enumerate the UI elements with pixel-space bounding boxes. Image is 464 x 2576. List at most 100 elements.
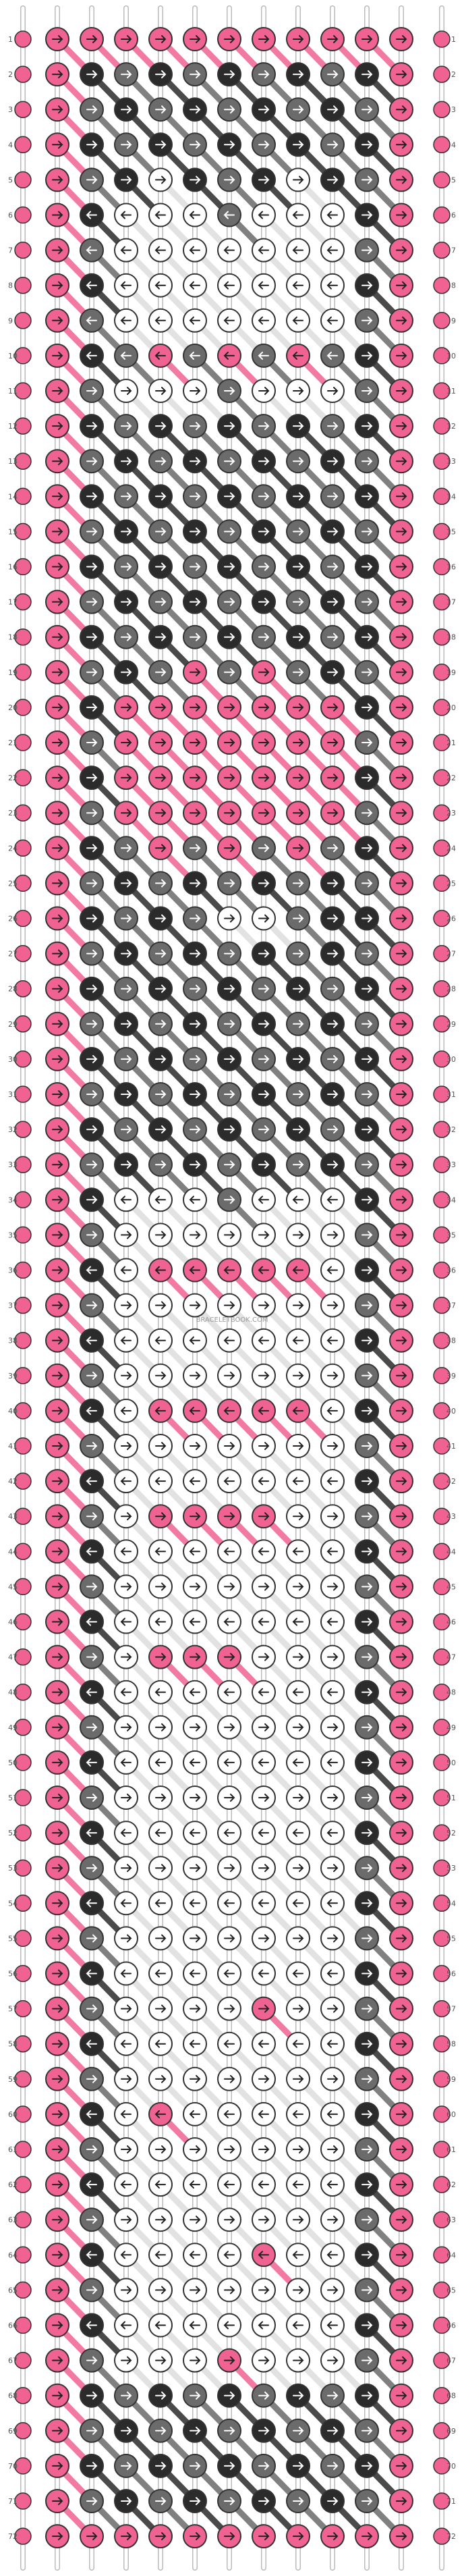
knot xyxy=(80,1469,104,1494)
knot xyxy=(217,132,241,157)
knot xyxy=(286,1786,310,1810)
arrow-left-icon xyxy=(120,1899,132,1908)
arrow-right-icon xyxy=(86,879,98,888)
knot xyxy=(45,801,69,826)
knot xyxy=(355,1469,379,1494)
knot xyxy=(355,976,379,1001)
arrow-right-icon xyxy=(396,281,407,290)
knot xyxy=(80,1398,104,1423)
knot xyxy=(217,1363,241,1388)
edge-knot xyxy=(433,2527,451,2545)
arrow-right-icon xyxy=(293,1723,304,1732)
knot xyxy=(183,589,207,614)
arrow-left-icon xyxy=(86,2039,97,2048)
arrow-right-icon xyxy=(361,1336,373,1345)
arrow-right-icon xyxy=(155,1301,167,1310)
arrow-right-icon xyxy=(86,1442,98,1450)
knot xyxy=(355,379,379,403)
knot xyxy=(114,871,138,896)
knot xyxy=(355,414,379,439)
knot xyxy=(148,1750,173,1775)
knot xyxy=(45,660,69,685)
knot xyxy=(389,2243,413,2268)
row-number-right: 61 xyxy=(446,2145,456,2154)
knot xyxy=(114,2348,138,2373)
knot xyxy=(286,2418,310,2443)
arrow-left-icon xyxy=(189,1758,200,1767)
arrow-right-icon xyxy=(52,633,63,641)
arrow-right-icon xyxy=(52,984,63,993)
arrow-right-icon xyxy=(155,422,167,431)
arrow-right-icon xyxy=(361,668,373,676)
knot xyxy=(183,1258,207,1283)
arrow-right-icon xyxy=(396,1336,407,1345)
arrow-right-icon xyxy=(258,914,270,923)
arrow-right-icon xyxy=(52,2391,63,2400)
arrow-right-icon xyxy=(327,914,339,923)
arrow-left-icon xyxy=(154,211,166,219)
knot xyxy=(148,2524,173,2549)
arrow-left-icon xyxy=(120,2251,132,2259)
row-number-left: 13 xyxy=(8,457,18,466)
knot xyxy=(320,97,345,122)
arrow-right-icon xyxy=(293,2074,304,2083)
arrow-right-icon xyxy=(86,422,98,431)
arrow-right-icon xyxy=(121,1723,132,1732)
arrow-right-icon xyxy=(155,774,167,782)
knot xyxy=(286,1363,310,1388)
arrow-right-icon xyxy=(52,668,63,676)
arrow-right-icon xyxy=(121,527,132,536)
knot xyxy=(217,766,241,790)
arrow-left-icon xyxy=(154,1547,166,1556)
knot xyxy=(320,941,345,966)
knot xyxy=(183,308,207,333)
arrow-right-icon xyxy=(396,1019,407,1028)
knot xyxy=(252,1996,276,2021)
arrow-right-icon xyxy=(224,387,235,395)
arrow-left-icon xyxy=(154,1406,166,1415)
knot xyxy=(286,1398,310,1423)
knot xyxy=(389,2137,413,2162)
edge-knot xyxy=(433,1472,451,1490)
knot xyxy=(320,1996,345,2021)
knot xyxy=(252,97,276,122)
arrow-right-icon xyxy=(361,1582,373,1591)
arrow-right-icon xyxy=(224,2004,235,2013)
arrow-right-icon xyxy=(396,1301,407,1310)
knot xyxy=(80,2172,104,2197)
arrow-right-icon xyxy=(293,1019,304,1028)
knot xyxy=(320,167,345,192)
arrow-right-icon xyxy=(396,105,407,114)
arrow-right-icon xyxy=(224,492,235,501)
knot xyxy=(148,1046,173,1071)
row-number-left: 12 xyxy=(8,422,18,431)
arrow-right-icon xyxy=(155,2426,167,2435)
knot xyxy=(114,2207,138,2232)
knot xyxy=(355,1891,379,1916)
arrow-right-icon xyxy=(86,597,98,606)
knot xyxy=(286,167,310,192)
knot xyxy=(114,1574,138,1599)
arrow-right-icon xyxy=(327,984,339,993)
arrow-left-icon xyxy=(326,2251,338,2259)
arrow-right-icon xyxy=(86,703,98,712)
arrow-right-icon xyxy=(396,844,407,853)
edge-knot xyxy=(433,487,451,506)
arrow-right-icon xyxy=(361,2461,373,2470)
knot xyxy=(286,2101,310,2126)
edge-knot xyxy=(433,2000,451,2018)
edge-knot xyxy=(433,1296,451,1314)
knot xyxy=(45,1750,69,1775)
knot xyxy=(217,1856,241,1881)
arrow-left-icon xyxy=(326,1899,338,1908)
knot xyxy=(45,624,69,649)
edge-knot xyxy=(433,804,451,822)
knot xyxy=(80,519,104,544)
arrow-left-icon xyxy=(189,316,200,325)
arrow-right-icon xyxy=(224,914,235,923)
arrow-right-icon xyxy=(327,739,339,747)
edge-knot xyxy=(14,241,32,259)
arrow-right-icon xyxy=(258,105,270,114)
knot xyxy=(355,1926,379,1951)
arrow-left-icon xyxy=(258,1758,269,1767)
